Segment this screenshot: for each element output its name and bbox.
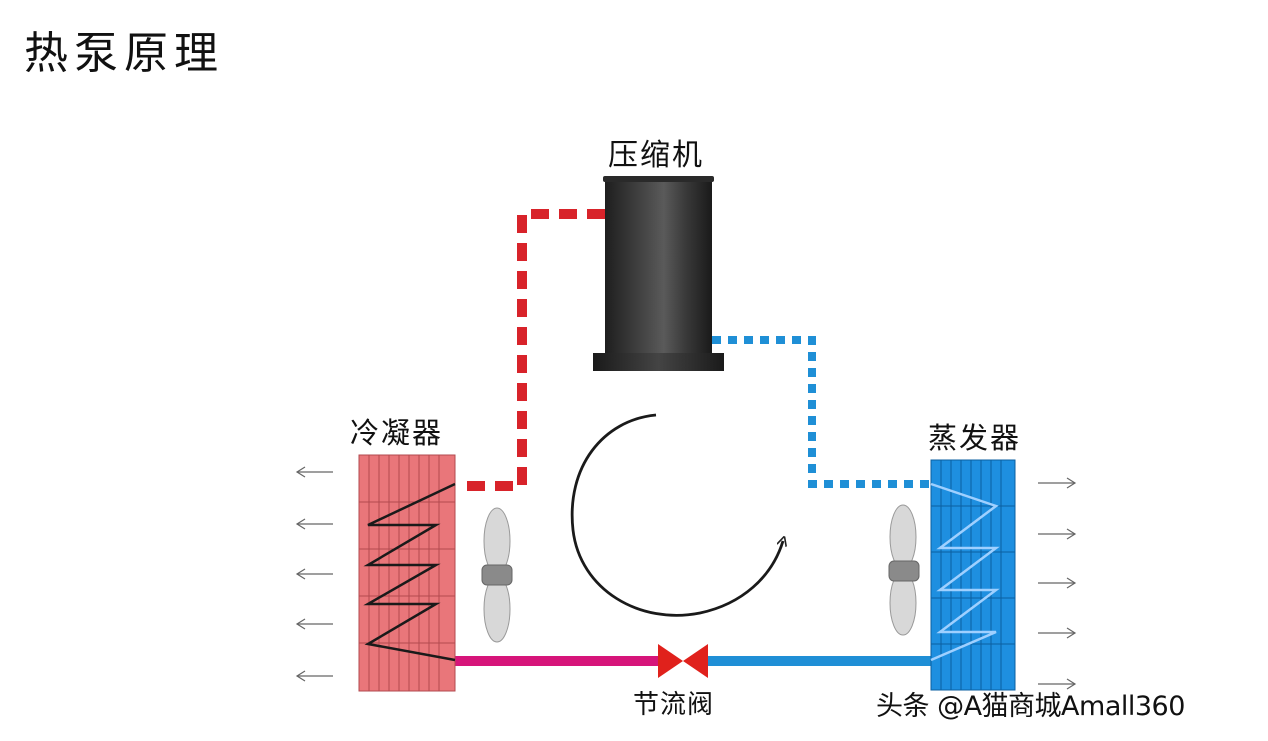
compressor-icon (593, 176, 724, 371)
valve-icon (658, 644, 708, 678)
outflow-arrow-icon (295, 618, 333, 630)
condenser-fan-icon (481, 507, 513, 643)
evaporator-fan-icon (888, 504, 920, 636)
outflow-arrow-icon (1038, 528, 1077, 540)
evaporator-label: 蒸发器 (928, 421, 1022, 455)
outflow-arrow-icon (295, 568, 333, 580)
evaporator-coil-icon (930, 459, 1016, 691)
page-title: 热泵原理 (24, 28, 224, 79)
outflow-arrow-icon (295, 466, 333, 478)
outflow-arrow-icon (1038, 678, 1077, 690)
watermark: 头条 @A猫商城Amall360 (876, 691, 1185, 722)
outflow-arrow-icon (295, 670, 333, 682)
condenser-coil-icon (358, 454, 456, 692)
outflow-arrow-icon (1038, 477, 1077, 489)
condenser-outflow-arrows (295, 466, 333, 682)
cycle-arrow-icon (570, 413, 783, 617)
compressor-label: 压缩机 (608, 138, 704, 173)
evaporator-outflow-arrows (1038, 477, 1077, 690)
hot-gas-line (460, 209, 605, 491)
condenser-label: 冷凝器 (350, 416, 444, 450)
expansion-valve-label: 节流阀 (633, 690, 715, 720)
cold-gas-line (712, 336, 930, 488)
outflow-arrow-icon (1038, 627, 1077, 639)
outflow-arrow-icon (1038, 577, 1077, 589)
outflow-arrow-icon (295, 518, 333, 530)
